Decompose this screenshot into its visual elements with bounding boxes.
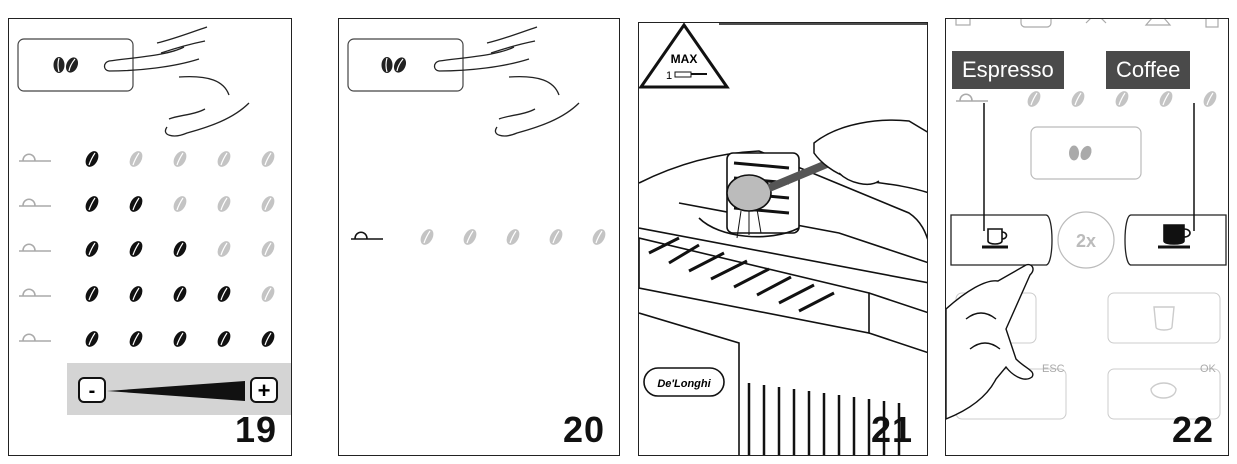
coffee-bean-icon bbox=[85, 241, 99, 257]
coffee-bean-icon bbox=[129, 286, 143, 302]
coffee-bean-icon bbox=[173, 331, 187, 347]
figure-number: 21 bbox=[870, 409, 913, 450]
coffee-bean-icon bbox=[217, 241, 231, 257]
coffee-bean-icon bbox=[217, 196, 231, 212]
coffee-bean-icon bbox=[217, 331, 231, 347]
top-status-icons bbox=[955, 19, 1219, 28]
coffee-bean-icon bbox=[129, 151, 143, 167]
max-one-scoop-warning-icon: MAX 1 bbox=[639, 23, 730, 89]
coffee-bean-icon bbox=[129, 196, 143, 212]
coffee-bean-icon bbox=[1027, 91, 1041, 107]
coffee-bean-icon bbox=[85, 151, 99, 167]
figure-number: 19 bbox=[234, 409, 277, 450]
espresso-label: Espresso bbox=[952, 51, 1064, 89]
ok-button[interactable] bbox=[1107, 368, 1221, 420]
coffee-bean-icon bbox=[1071, 91, 1085, 107]
coffee-bean-icon bbox=[129, 241, 143, 257]
pointing-hand-icon bbox=[433, 26, 580, 137]
coffee-bean-icon bbox=[549, 229, 563, 245]
figure-22-illustration: 2x bbox=[946, 19, 1227, 420]
scoop-icon bbox=[956, 93, 988, 102]
bean-level-grid bbox=[19, 151, 275, 347]
bean-level-row bbox=[956, 91, 1217, 107]
figure-22-panel: 2x Espresso Coffee ESC OK 22 bbox=[945, 18, 1229, 456]
minus-button[interactable] bbox=[78, 377, 106, 403]
measuring-scoop-icon bbox=[726, 159, 831, 239]
brand-logo-plate bbox=[643, 367, 725, 397]
espresso-cup-icon bbox=[982, 228, 1008, 249]
coffee-bean-icon bbox=[85, 286, 99, 302]
coffee-bean-icon bbox=[85, 196, 99, 212]
svg-text:1: 1 bbox=[666, 70, 672, 82]
figure-21-panel: MAX 1 De'Longhi bbox=[638, 22, 928, 456]
scoop-icon bbox=[19, 153, 51, 162]
figure-19-panel: - + 19 bbox=[8, 18, 292, 456]
double-shot-label: 2x bbox=[1076, 231, 1096, 251]
hand-holding-scoop-icon bbox=[813, 119, 927, 194]
coffee-bean-icon bbox=[217, 286, 231, 302]
pointing-hand-icon bbox=[103, 26, 250, 137]
figure-20-illustration bbox=[347, 26, 606, 245]
ground-coffee-row bbox=[351, 229, 606, 245]
scoop-icon bbox=[19, 333, 51, 342]
coffee-bean-icon bbox=[129, 331, 143, 347]
plus-button[interactable] bbox=[250, 377, 278, 403]
coffee-mug-icon bbox=[1158, 224, 1191, 249]
scoop-icon bbox=[19, 288, 51, 297]
double-shot-button[interactable] bbox=[1057, 211, 1115, 269]
figure-21-illustration: MAX 1 De'Longhi bbox=[639, 23, 927, 455]
coffee-bean-icon bbox=[506, 229, 520, 245]
figure-19-illustration: - + bbox=[17, 26, 291, 415]
long-coffee-button[interactable] bbox=[1107, 292, 1221, 344]
esc-label: ESC bbox=[1042, 363, 1065, 375]
coffee-bean-icon bbox=[1203, 91, 1217, 107]
figure-number: 20 bbox=[562, 409, 605, 450]
coffee-bean-icon bbox=[261, 241, 275, 257]
coffee-bean-icon bbox=[261, 286, 275, 302]
coffee-beans-icon bbox=[381, 57, 407, 73]
coffee-bean-icon bbox=[420, 229, 434, 245]
coffee-bean-icon bbox=[173, 151, 187, 167]
figure-20-panel: 20 bbox=[338, 18, 620, 456]
coffee-bean-icon bbox=[261, 331, 275, 347]
coffee-bean-icon bbox=[217, 151, 231, 167]
coffee-label: Coffee bbox=[1106, 51, 1191, 89]
coffee-beans-icon bbox=[53, 57, 79, 73]
pointing-hand-icon bbox=[946, 263, 1034, 420]
coffee-bean-icon bbox=[173, 286, 187, 302]
coffee-bean-icon bbox=[173, 241, 187, 257]
coffee-bean-icon bbox=[1115, 91, 1129, 107]
coffee-bean-icon bbox=[261, 151, 275, 167]
coffee-bean-icon bbox=[592, 229, 606, 245]
scoop-icon bbox=[19, 243, 51, 252]
minus-symbol: - bbox=[89, 380, 96, 402]
brand-logo: De'Longhi bbox=[657, 378, 711, 390]
coffee-beans-icon bbox=[1069, 145, 1092, 161]
figure-number: 22 bbox=[1171, 409, 1214, 450]
strength-wedge bbox=[107, 381, 245, 401]
coffee-bean-icon bbox=[85, 331, 99, 347]
coffee-bean-icon bbox=[173, 196, 187, 212]
coffee-machine-illustration bbox=[639, 150, 927, 455]
ok-label: OK bbox=[1200, 363, 1216, 375]
coffee-bean-icon bbox=[1159, 91, 1173, 107]
ground-coffee-scoop-icon bbox=[351, 231, 383, 240]
coffee-bean-icon bbox=[463, 229, 477, 245]
svg-text:MAX: MAX bbox=[671, 52, 698, 66]
coffee-bean-icon bbox=[261, 196, 275, 212]
scoop-icon bbox=[19, 198, 51, 207]
plus-symbol: + bbox=[258, 378, 271, 403]
